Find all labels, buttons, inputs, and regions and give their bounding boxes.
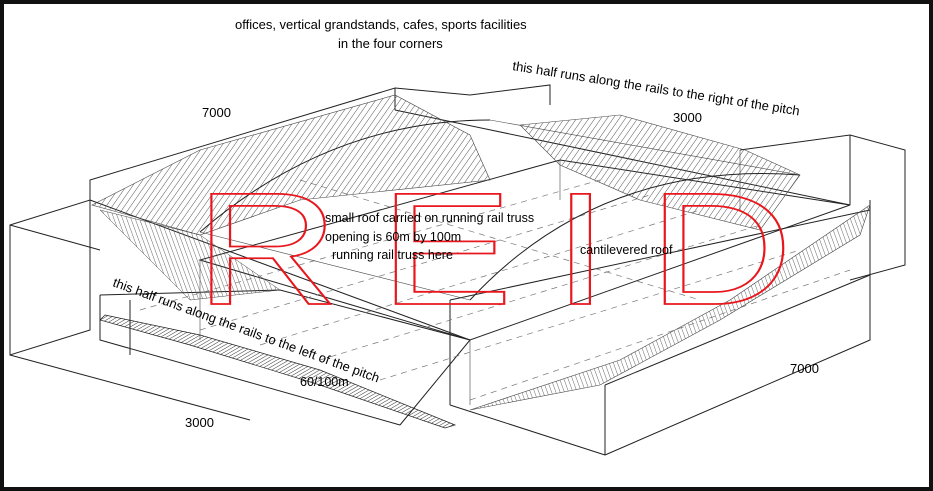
dimension-bottom-right: 7000 [790,361,819,376]
right-roof-hatch [469,114,871,411]
left-roof-hatch [91,94,491,301]
watermark: REID [194,159,833,339]
corners-label-line1: offices, vertical grandstands, cafes, sp… [235,17,527,32]
rail-truss-label: running rail truss here [332,248,453,262]
opening-label: opening is 60m by 100m [325,230,461,244]
watermark-text: REID [195,160,833,338]
left-truss-hatch [99,314,457,429]
truss-arcs [199,119,801,301]
right-half-label: this half runs along the rails to the ri… [512,58,801,118]
pitch-dimension-label: 60/100m [300,375,349,389]
corners-label-line2: in the four corners [338,36,443,51]
dimension-top-left: 7000 [202,105,231,120]
cantilevered-roof-label: cantilevered roof [580,243,673,257]
small-roof-label: small roof carried on running rail truss [325,211,534,225]
dimension-bottom-left: 3000 [185,415,214,430]
dimension-top-right: 3000 [673,110,702,125]
